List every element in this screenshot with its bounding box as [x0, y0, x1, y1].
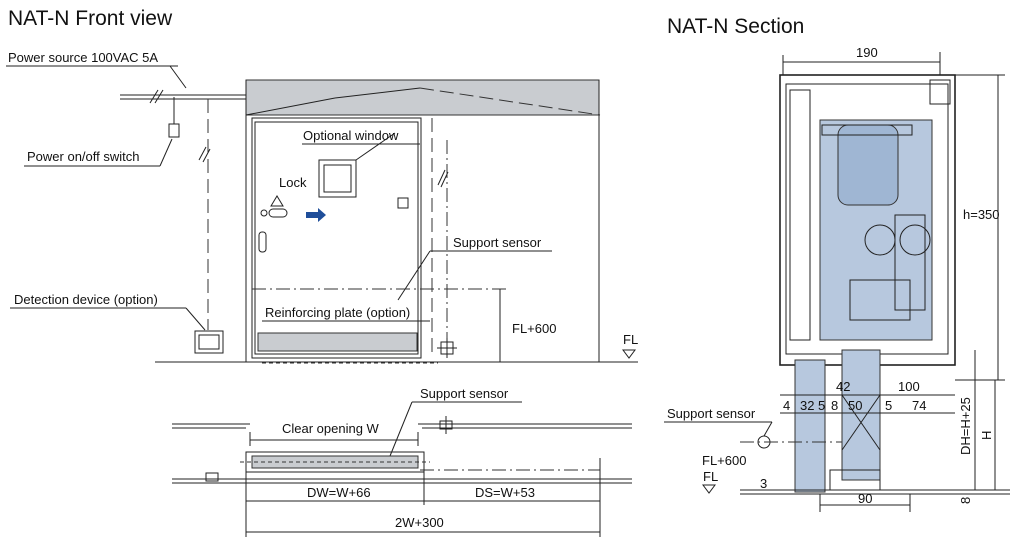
section-fl-marker-icon — [702, 484, 716, 494]
reinforcing-plate-label: Reinforcing plate (option) — [265, 305, 410, 320]
detection-leader — [185, 307, 206, 331]
leaf-cross — [841, 394, 881, 451]
switch-leader — [159, 138, 173, 167]
power-leader — [169, 65, 187, 89]
plan-detector-icon — [205, 472, 219, 482]
front-view-title: NAT-N Front view — [8, 7, 173, 30]
pulley-icon — [899, 224, 931, 256]
section-sensor-leader — [763, 421, 773, 437]
dim-42-label: 42 — [836, 379, 850, 394]
header-line — [245, 97, 336, 116]
plan-view: Support sensor Clear opening W DW=W+66 D… — [172, 386, 632, 537]
power-switch-icon — [168, 123, 180, 138]
section-sensor-label: Support sensor — [667, 406, 756, 421]
cable-break-mark — [149, 89, 159, 104]
roller-assembly — [894, 214, 926, 311]
h350-label: h=350 — [963, 207, 1000, 222]
optional-window-inner — [323, 164, 352, 193]
fl-marker-icon — [622, 349, 636, 359]
section-fl600-label: FL+600 — [702, 453, 746, 468]
power-switch-label: Power on/off switch — [27, 149, 139, 164]
dim-100-label: 100 — [898, 379, 920, 394]
lock-triangle-icon — [270, 195, 284, 207]
fl600-label: FL+600 — [512, 321, 556, 336]
section-view-title: NAT-N Section — [667, 15, 804, 38]
optional-window — [318, 159, 357, 198]
optional-window-label: Optional window — [303, 128, 399, 143]
detection-device-screen — [198, 334, 220, 350]
dim-row-74: 74 — [912, 398, 926, 413]
dim-8-label: 8 — [958, 497, 973, 504]
dw-label: DW=W+66 — [307, 485, 371, 500]
door-marker — [397, 197, 409, 209]
section-fl-label: FL — [703, 469, 718, 484]
rail-profile — [821, 124, 913, 136]
door-frame — [251, 117, 422, 359]
dim-row-50: 50 — [848, 398, 862, 413]
section-cover — [789, 89, 811, 341]
ds-label: DS=W+53 — [475, 485, 535, 500]
hanger-bracket — [849, 279, 911, 321]
section-jamb — [794, 359, 826, 493]
dim-90-label: 90 — [858, 491, 872, 506]
plan-support-sensor-label: Support sensor — [420, 386, 509, 401]
door-panel — [254, 121, 419, 355]
header-line — [334, 87, 421, 99]
header-dash-line — [419, 87, 601, 116]
dim-row-32: 32 — [800, 398, 814, 413]
dim-row-5: 5 — [818, 398, 825, 413]
door-pull-icon — [258, 231, 267, 253]
plan-sensor-leader — [389, 401, 413, 457]
lock-label: Lock — [279, 175, 307, 190]
cable-break-mark — [198, 146, 207, 161]
dim-row-4: 4 — [783, 398, 790, 413]
motor-unit — [837, 124, 899, 206]
section-view: NAT-N Section 190 h=350 42 100 — [664, 15, 1010, 512]
window-leader — [355, 132, 396, 161]
clear-opening-label: Clear opening W — [282, 421, 380, 436]
front-view: NAT-N Front view Optional window Lock — [6, 7, 638, 364]
support-sensor-label: Support sensor — [453, 235, 542, 250]
break-mark — [437, 169, 446, 186]
dh-label: DH=H+25 — [958, 397, 973, 455]
section-door-leaf — [841, 349, 881, 481]
open-direction-arrow-icon — [306, 208, 326, 222]
power-source-label: Power source 100VAC 5A — [8, 50, 158, 65]
reinforcing-plate — [257, 332, 418, 352]
dim-3-label: 3 — [760, 476, 767, 491]
dim-row-5b: 5 — [885, 398, 892, 413]
cable-break-mark — [154, 89, 164, 104]
section-corner-profile — [929, 79, 951, 105]
detection-device-label: Detection device (option) — [14, 292, 158, 307]
door-header — [245, 79, 600, 116]
sensor-leader — [397, 250, 431, 301]
h-label: H — [979, 431, 994, 440]
detection-device-icon — [194, 330, 224, 354]
lock-icon — [260, 209, 268, 217]
dim-190-label: 190 — [856, 45, 878, 60]
dim-row-8: 8 — [831, 398, 838, 413]
fl-label: FL — [623, 332, 638, 347]
cable-break-mark — [202, 148, 211, 163]
handle-icon — [268, 208, 288, 218]
overall-width-label: 2W+300 — [395, 515, 444, 530]
